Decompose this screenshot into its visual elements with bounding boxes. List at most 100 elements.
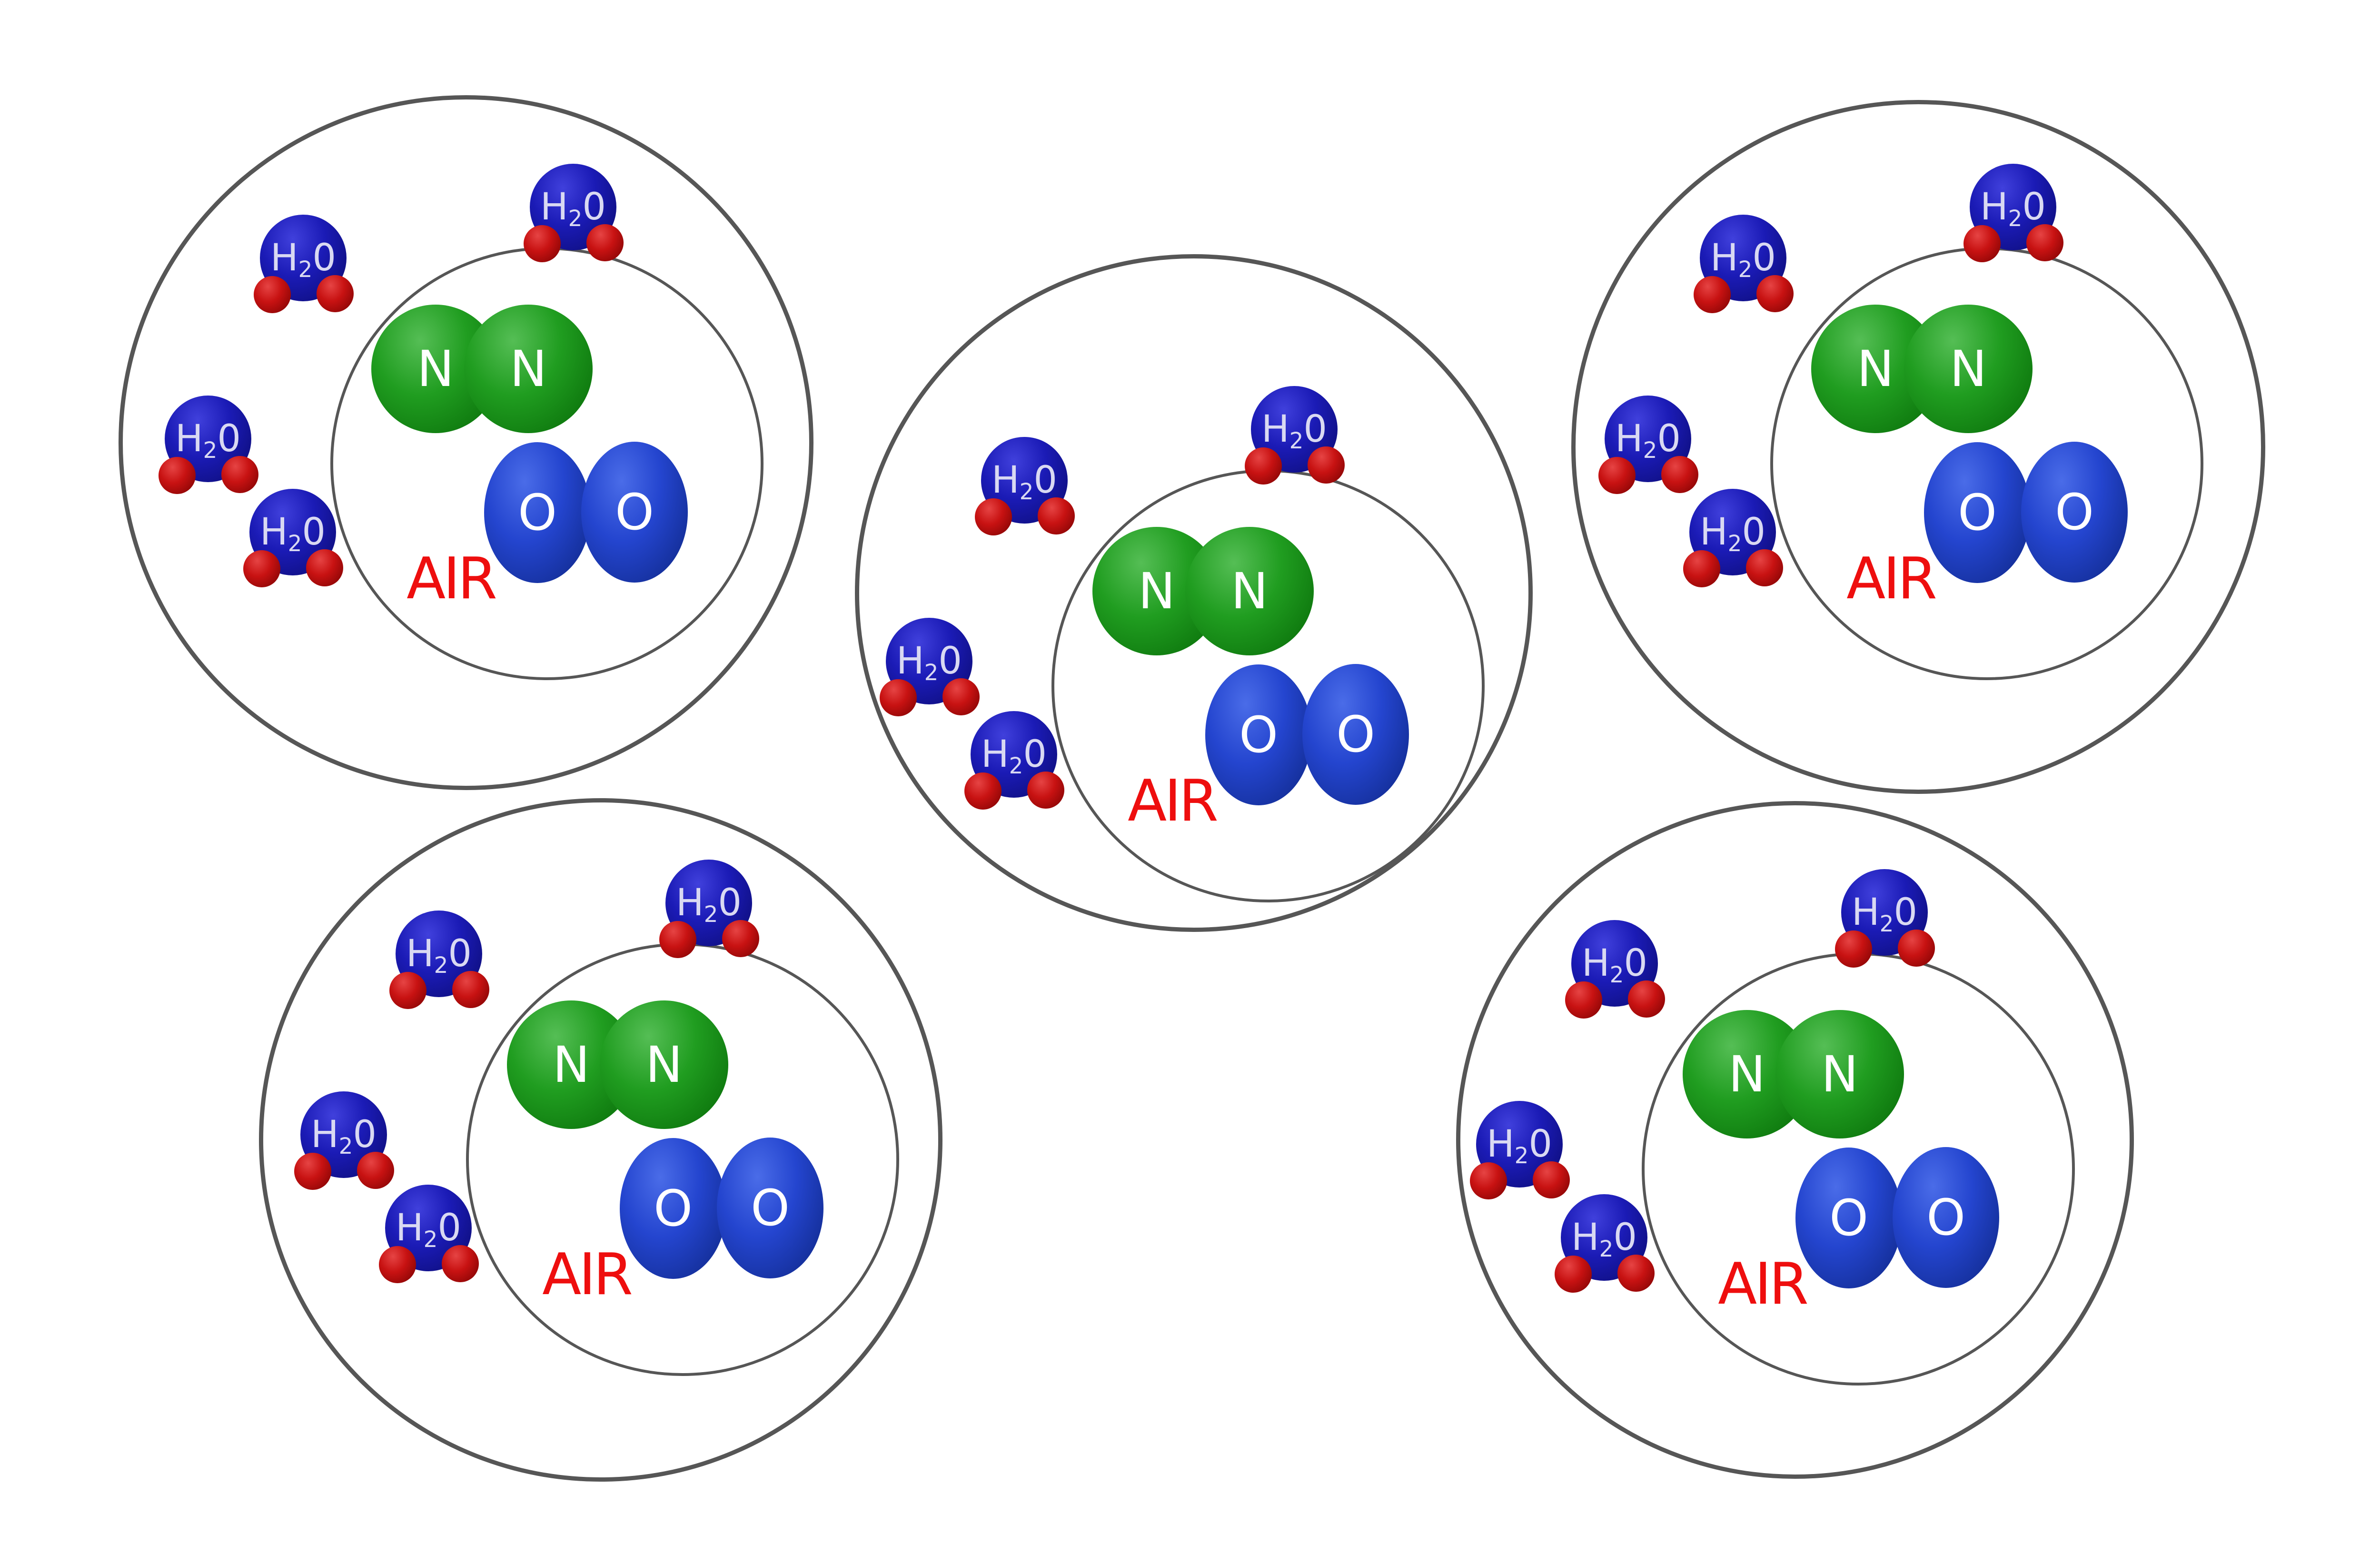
water-formula-h: H [1615,417,1643,460]
water-formula-h: H [1261,408,1289,451]
air-label: AIR [1718,1251,1809,1317]
air-label: AIR [407,546,497,612]
oxygen-atom-sphere: O [1302,664,1409,805]
water-formula-h: H [675,881,704,924]
water-formula-h: H [406,932,434,975]
water-formula-o: 0 [1613,1216,1637,1259]
water-formula-subscript: 2 [1289,428,1304,455]
oxygen-atom-sphere: O [581,442,688,583]
hydrogen-atom-sphere [975,498,1012,535]
hydrogen-atom-sphere [1964,225,2001,262]
water-formula-o: 0 [1742,511,1766,554]
hydrogen-atom-sphere [524,225,561,262]
hydrogen-atom-sphere [1308,446,1345,484]
water-formula-h: H [259,511,288,554]
hydrogen-atom-sphere [317,275,354,312]
water-formula-subscript: 2 [288,531,302,557]
oxygen-atom-sphere: O [484,442,591,583]
nitrogen-atom-label: N [645,1036,683,1094]
air-label: AIR [1846,546,1937,612]
nitrogen-atom-sphere: N [600,1000,728,1129]
hydrogen-atom-sphere [1746,549,1783,586]
water-formula-o: 0 [718,881,742,924]
water-formula-h: H [1486,1123,1515,1166]
water-formula-o: 0 [1894,891,1918,934]
hydrogen-atom-sphere [1598,457,1636,494]
hydrogen-atom-sphere [1027,772,1064,809]
oxygen-atom-label: O [1958,484,1997,542]
water-formula-o: 0 [437,1207,462,1249]
hydrogen-atom-sphere [880,679,917,716]
nitrogen-atom-label: N [1231,562,1268,620]
nitrogen-atom-sphere: N [464,305,593,433]
hydrogen-atom-sphere [1835,930,1872,968]
water-formula-h: H [540,186,568,228]
oxygen-atom-sphere: O [2021,442,2128,583]
hydrogen-atom-sphere [254,276,291,313]
water-formula-o: 0 [2022,186,2046,228]
water-formula-o: 0 [302,511,326,554]
hydrogen-atom-sphere [221,456,258,493]
hydrogen-atom-sphere [1533,1161,1570,1198]
water-formula-h: H [1699,511,1728,554]
nitrogen-atom-label: N [417,340,454,398]
outer-bubble-circle [119,95,813,790]
water-formula-subscript: 2 [1009,753,1023,780]
water-formula-h: H [981,733,1009,776]
oxygen-atom-sphere: O [1924,442,2031,583]
oxygen-atom-label: O [1239,706,1278,764]
water-formula-h: H [395,1207,424,1249]
water-formula-o: 0 [938,640,962,683]
hydrogen-atom-sphere [1245,447,1282,485]
hydrogen-atom-sphere [722,920,759,957]
hydrogen-atom-sphere [1694,276,1731,313]
hydrogen-atom-sphere [1683,550,1720,587]
water-formula-o: 0 [217,417,241,460]
oxygen-atom-sphere: O [717,1138,823,1278]
water-formula-subscript: 2 [1609,962,1624,989]
nitrogen-atom-label: N [1821,1045,1858,1103]
hydrogen-atom-sphere [2026,224,2063,261]
water-formula-subscript: 2 [704,902,718,928]
oxygen-atom-label: O [654,1179,693,1237]
hydrogen-atom-sphere [294,1153,331,1190]
water-formula-o: 0 [1023,733,1047,776]
water-formula-o: 0 [448,932,472,975]
water-formula-subscript: 2 [1879,911,1894,938]
water-formula-subscript: 2 [1727,531,1742,557]
air-label: AIR [542,1242,633,1308]
water-formula-h: H [1851,891,1880,934]
nitrogen-atom-label: N [1728,1045,1765,1103]
hydrogen-atom-sphere [243,550,280,587]
hydrogen-atom-sphere [357,1152,394,1189]
hydrogen-atom-sphere [1555,1256,1592,1293]
air-label: AIR [1128,768,1219,834]
hydrogen-atom-sphere [306,549,343,586]
oxygen-atom-sphere: O [1893,1147,1999,1288]
hydrogen-atom-sphere [1565,981,1602,1019]
nitrogen-atom-sphere: N [1811,305,1940,433]
hydrogen-atom-sphere [964,772,1002,810]
outer-bubble-circle [1456,801,2134,1479]
hydrogen-atom-sphere [1628,980,1665,1018]
hydrogen-atom-sphere [942,678,980,715]
water-formula-subscript: 2 [1599,1237,1614,1263]
hydrogen-atom-sphere [1898,930,1935,967]
water-formula-o: 0 [1033,459,1058,502]
water-formula-o: 0 [1303,408,1328,451]
water-formula-h: H [1571,1216,1599,1259]
oxygen-atom-label: O [615,483,654,541]
